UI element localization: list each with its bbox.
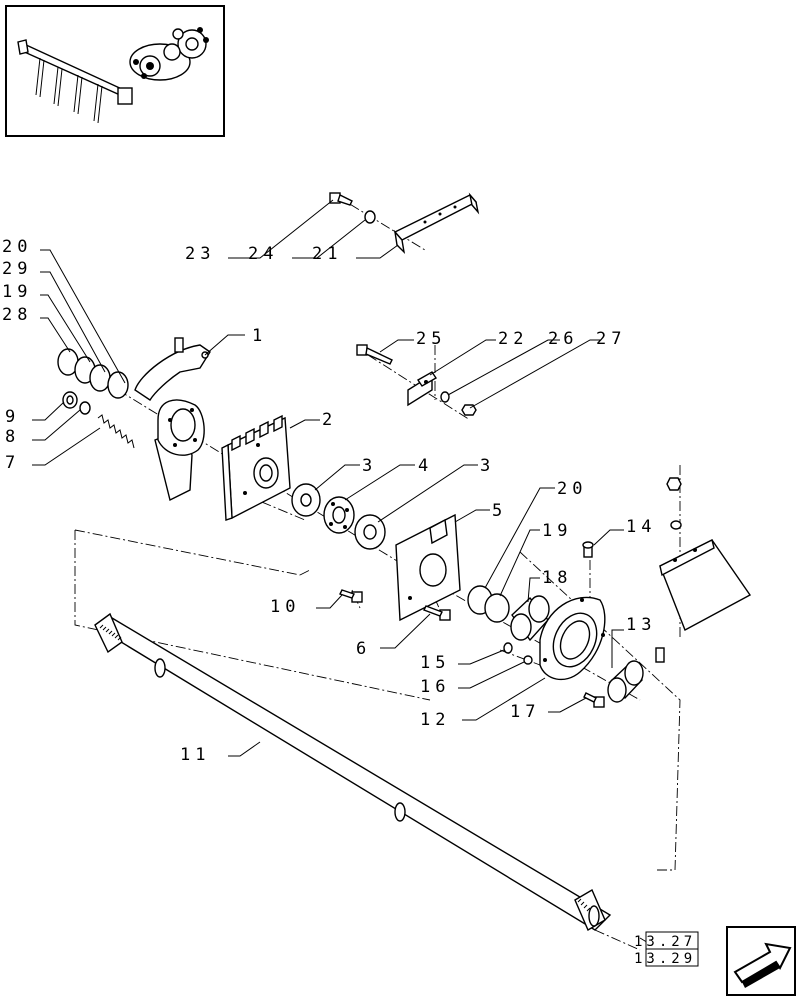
- washer-part-24: [364, 210, 376, 224]
- callout-28: 28: [2, 305, 32, 325]
- callout-17: 17: [510, 702, 540, 722]
- washer-part-3b: [354, 514, 386, 550]
- callout-7: 7: [5, 453, 20, 473]
- sleeve-part-18: [510, 595, 550, 642]
- plate-part-5: [395, 513, 461, 622]
- callout-15: 15: [420, 653, 450, 673]
- bearing-housing-part-12: [539, 596, 606, 681]
- bolt-part-10: [339, 589, 363, 603]
- callout-9: 9: [5, 407, 20, 427]
- washer-part-8: [79, 401, 91, 415]
- screw-part-15: [503, 642, 513, 654]
- bolt-part-17: [583, 692, 605, 708]
- callout-labels: 23 24 21 1 20 29 19 28 9 8 7 2 3 4 3 5 2…: [2, 237, 656, 765]
- callout-11: 11: [180, 745, 210, 765]
- shaft-part-11: [94, 612, 612, 932]
- callout-26: 26: [548, 329, 578, 349]
- leader-lines: [32, 199, 624, 757]
- ring-part-19: [484, 593, 510, 623]
- bolt-part-6: [423, 605, 451, 621]
- page-ref-prev[interactable]: 13.27: [634, 934, 696, 950]
- callout-27: 27: [596, 329, 626, 349]
- callout-4: 4: [418, 456, 433, 476]
- callout-22: 22: [498, 329, 528, 349]
- callout-25: 25: [416, 329, 446, 349]
- callout-20-right: 20: [557, 479, 587, 499]
- callout-6: 6: [356, 639, 371, 659]
- callout-12: 12: [420, 710, 450, 730]
- collar-part-13: [607, 660, 644, 703]
- bolt-part-23: [329, 192, 353, 206]
- callout-5: 5: [492, 501, 507, 521]
- callout-24: 24: [248, 244, 278, 264]
- callout-19-right: 19: [542, 521, 572, 541]
- bracket-part-21: [393, 192, 480, 255]
- callout-3b: 3: [480, 456, 495, 476]
- callout-3a: 3: [362, 456, 377, 476]
- assembly-axis-lines: [74, 194, 681, 951]
- plate-part-2: [221, 414, 291, 521]
- callout-8: 8: [5, 427, 20, 447]
- assembly-overview-icon: [17, 27, 209, 124]
- flange-part-4: [323, 496, 355, 534]
- bushing-part-9: [62, 391, 78, 409]
- washer-part-26: [440, 391, 450, 403]
- callout-14: 14: [626, 517, 656, 537]
- washer-part-3a: [291, 483, 321, 517]
- next-page-arrow-icon[interactable]: [726, 926, 796, 996]
- washer-part-16: [523, 655, 533, 665]
- assembly-thumbnail: [5, 5, 225, 137]
- nut-part-27: [461, 404, 477, 416]
- callout-23: 23: [185, 244, 215, 264]
- lever-part-1: [134, 337, 211, 502]
- callout-21: 21: [312, 244, 342, 264]
- bolt-part-25: [356, 344, 393, 365]
- callout-1: 1: [252, 326, 267, 346]
- callout-2: 2: [322, 410, 337, 430]
- callout-19-left: 19: [2, 282, 32, 302]
- bracket-part-22: [407, 371, 437, 407]
- ring-stack-left: [57, 348, 129, 399]
- page-reference-box[interactable]: 13.27 13.29: [634, 931, 699, 967]
- callout-20-left: 20: [2, 237, 32, 257]
- callout-18: 18: [542, 568, 572, 588]
- callout-10: 10: [270, 597, 300, 617]
- spring-part-7: [97, 414, 135, 449]
- support-bracket: [655, 477, 752, 663]
- callout-16: 16: [420, 677, 450, 697]
- page-ref-next[interactable]: 13.29: [634, 951, 696, 967]
- grease-fitting-part-14: [582, 541, 594, 558]
- callout-29: 29: [2, 259, 32, 279]
- callout-13: 13: [626, 615, 656, 635]
